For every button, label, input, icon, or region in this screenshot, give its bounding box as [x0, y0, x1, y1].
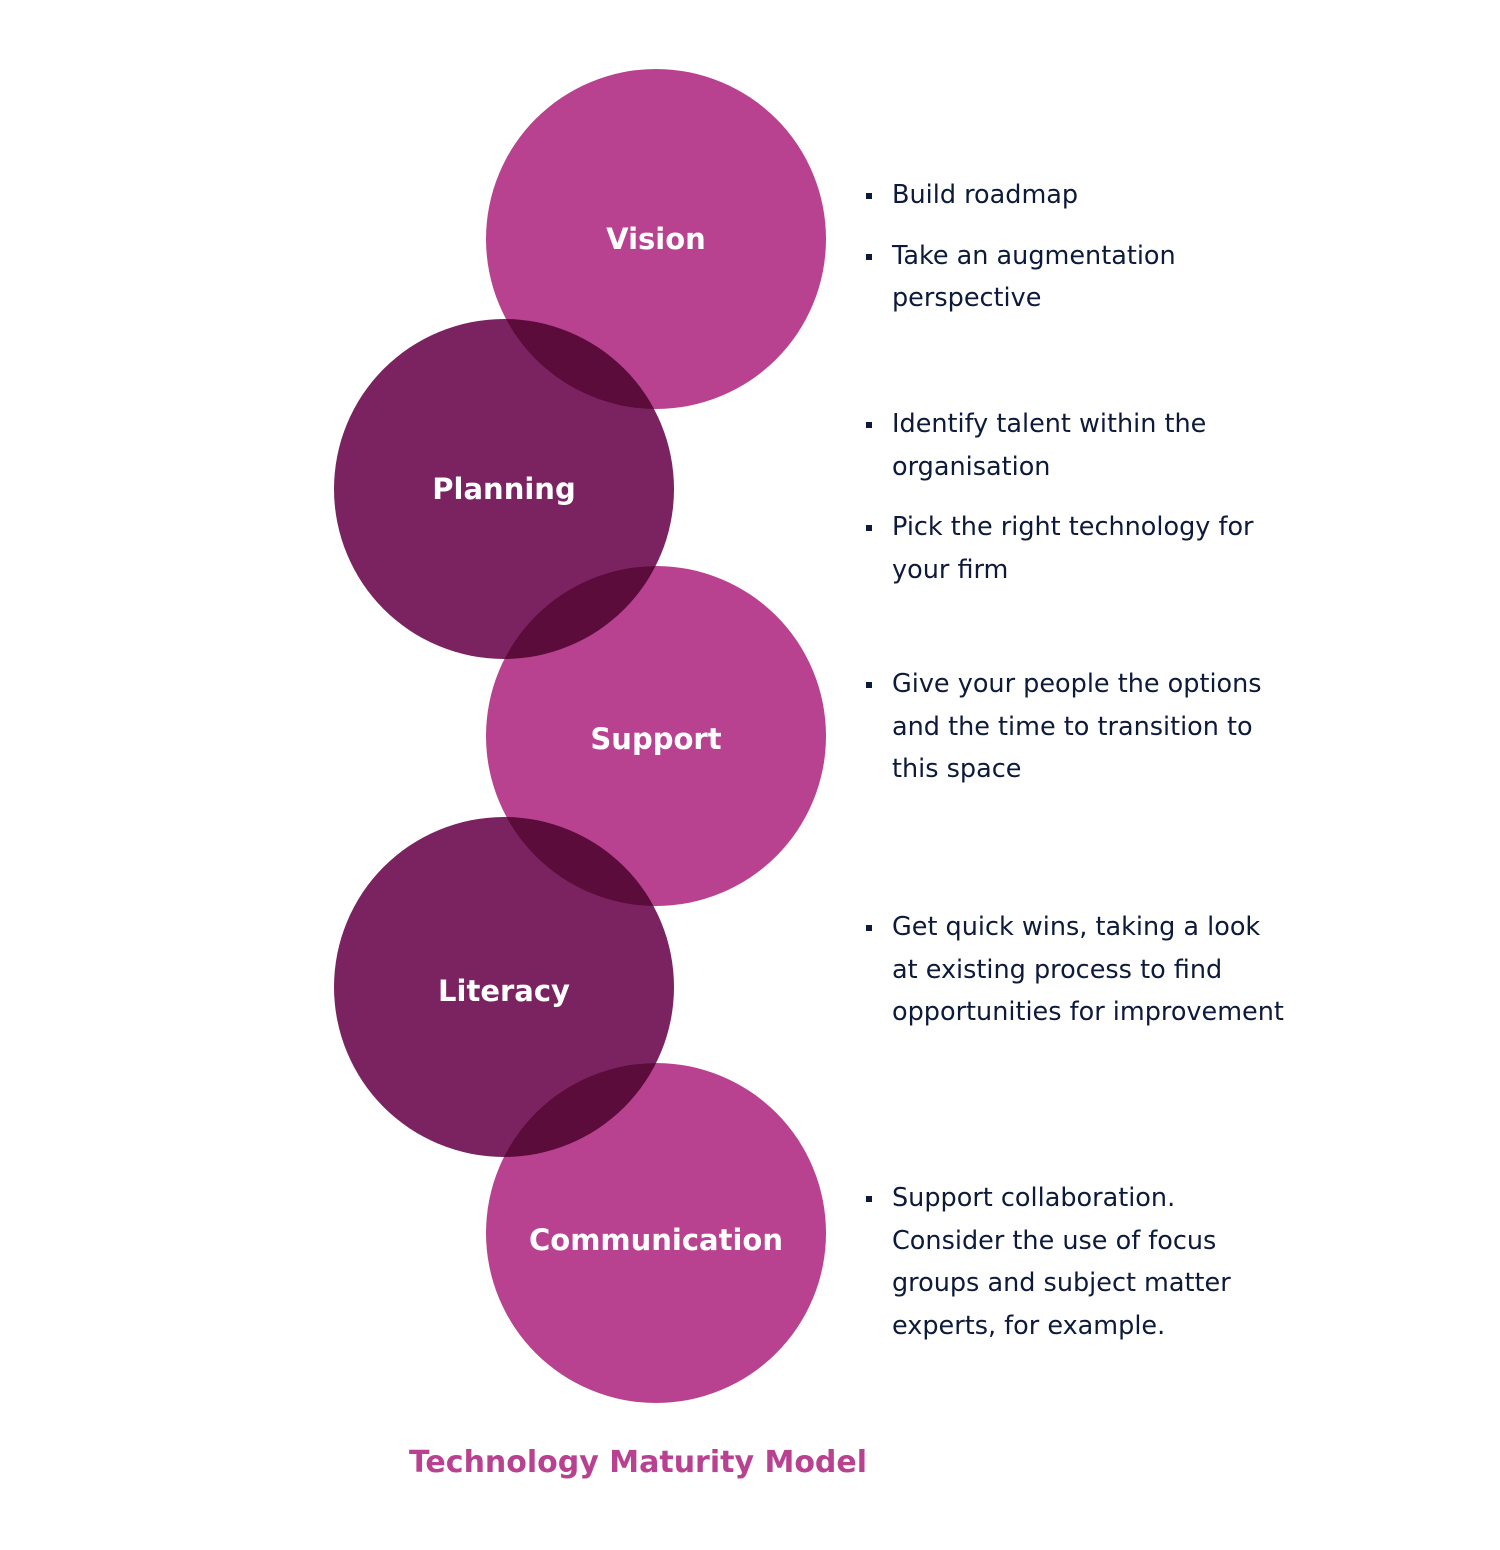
literacy-bullet-list: Get quick wins, taking a look at existin… [866, 906, 1286, 1034]
planning-bullet-list: Identify talent within the organisation … [866, 403, 1286, 591]
stage-circle-vision [486, 69, 826, 409]
diagram-caption: Technology Maturity Model [408, 1445, 868, 1480]
communication-bullet-list: Support collaboration. Consider the use … [866, 1177, 1286, 1347]
stage-label-planning: Planning [432, 472, 575, 506]
bullet-item: Identify talent within the organisation [866, 403, 1286, 488]
stage-circle-support [486, 566, 826, 906]
bullet-item: Give your people the options and the tim… [866, 663, 1286, 791]
stage-label-communication: Communication [529, 1223, 783, 1257]
bullet-item: Pick the right technology for your firm [866, 506, 1286, 591]
stage-circle-communication [486, 1063, 826, 1403]
stage-label-literacy: Literacy [438, 974, 570, 1008]
stage-circle-planning [334, 319, 674, 659]
stage-label-support: Support [590, 722, 721, 756]
bullet-item: Take an augmentation perspective [866, 235, 1286, 320]
bullet-item: Support collaboration. Consider the use … [866, 1177, 1286, 1347]
bullet-item: Get quick wins, taking a look at existin… [866, 906, 1286, 1034]
bullet-item: Build roadmap [866, 174, 1286, 217]
stage-label-vision: Vision [606, 222, 706, 256]
support-bullet-list: Give your people the options and the tim… [866, 663, 1286, 791]
vision-bullet-list: Build roadmap Take an augmentation persp… [866, 174, 1286, 320]
stage-circle-literacy [334, 817, 674, 1157]
